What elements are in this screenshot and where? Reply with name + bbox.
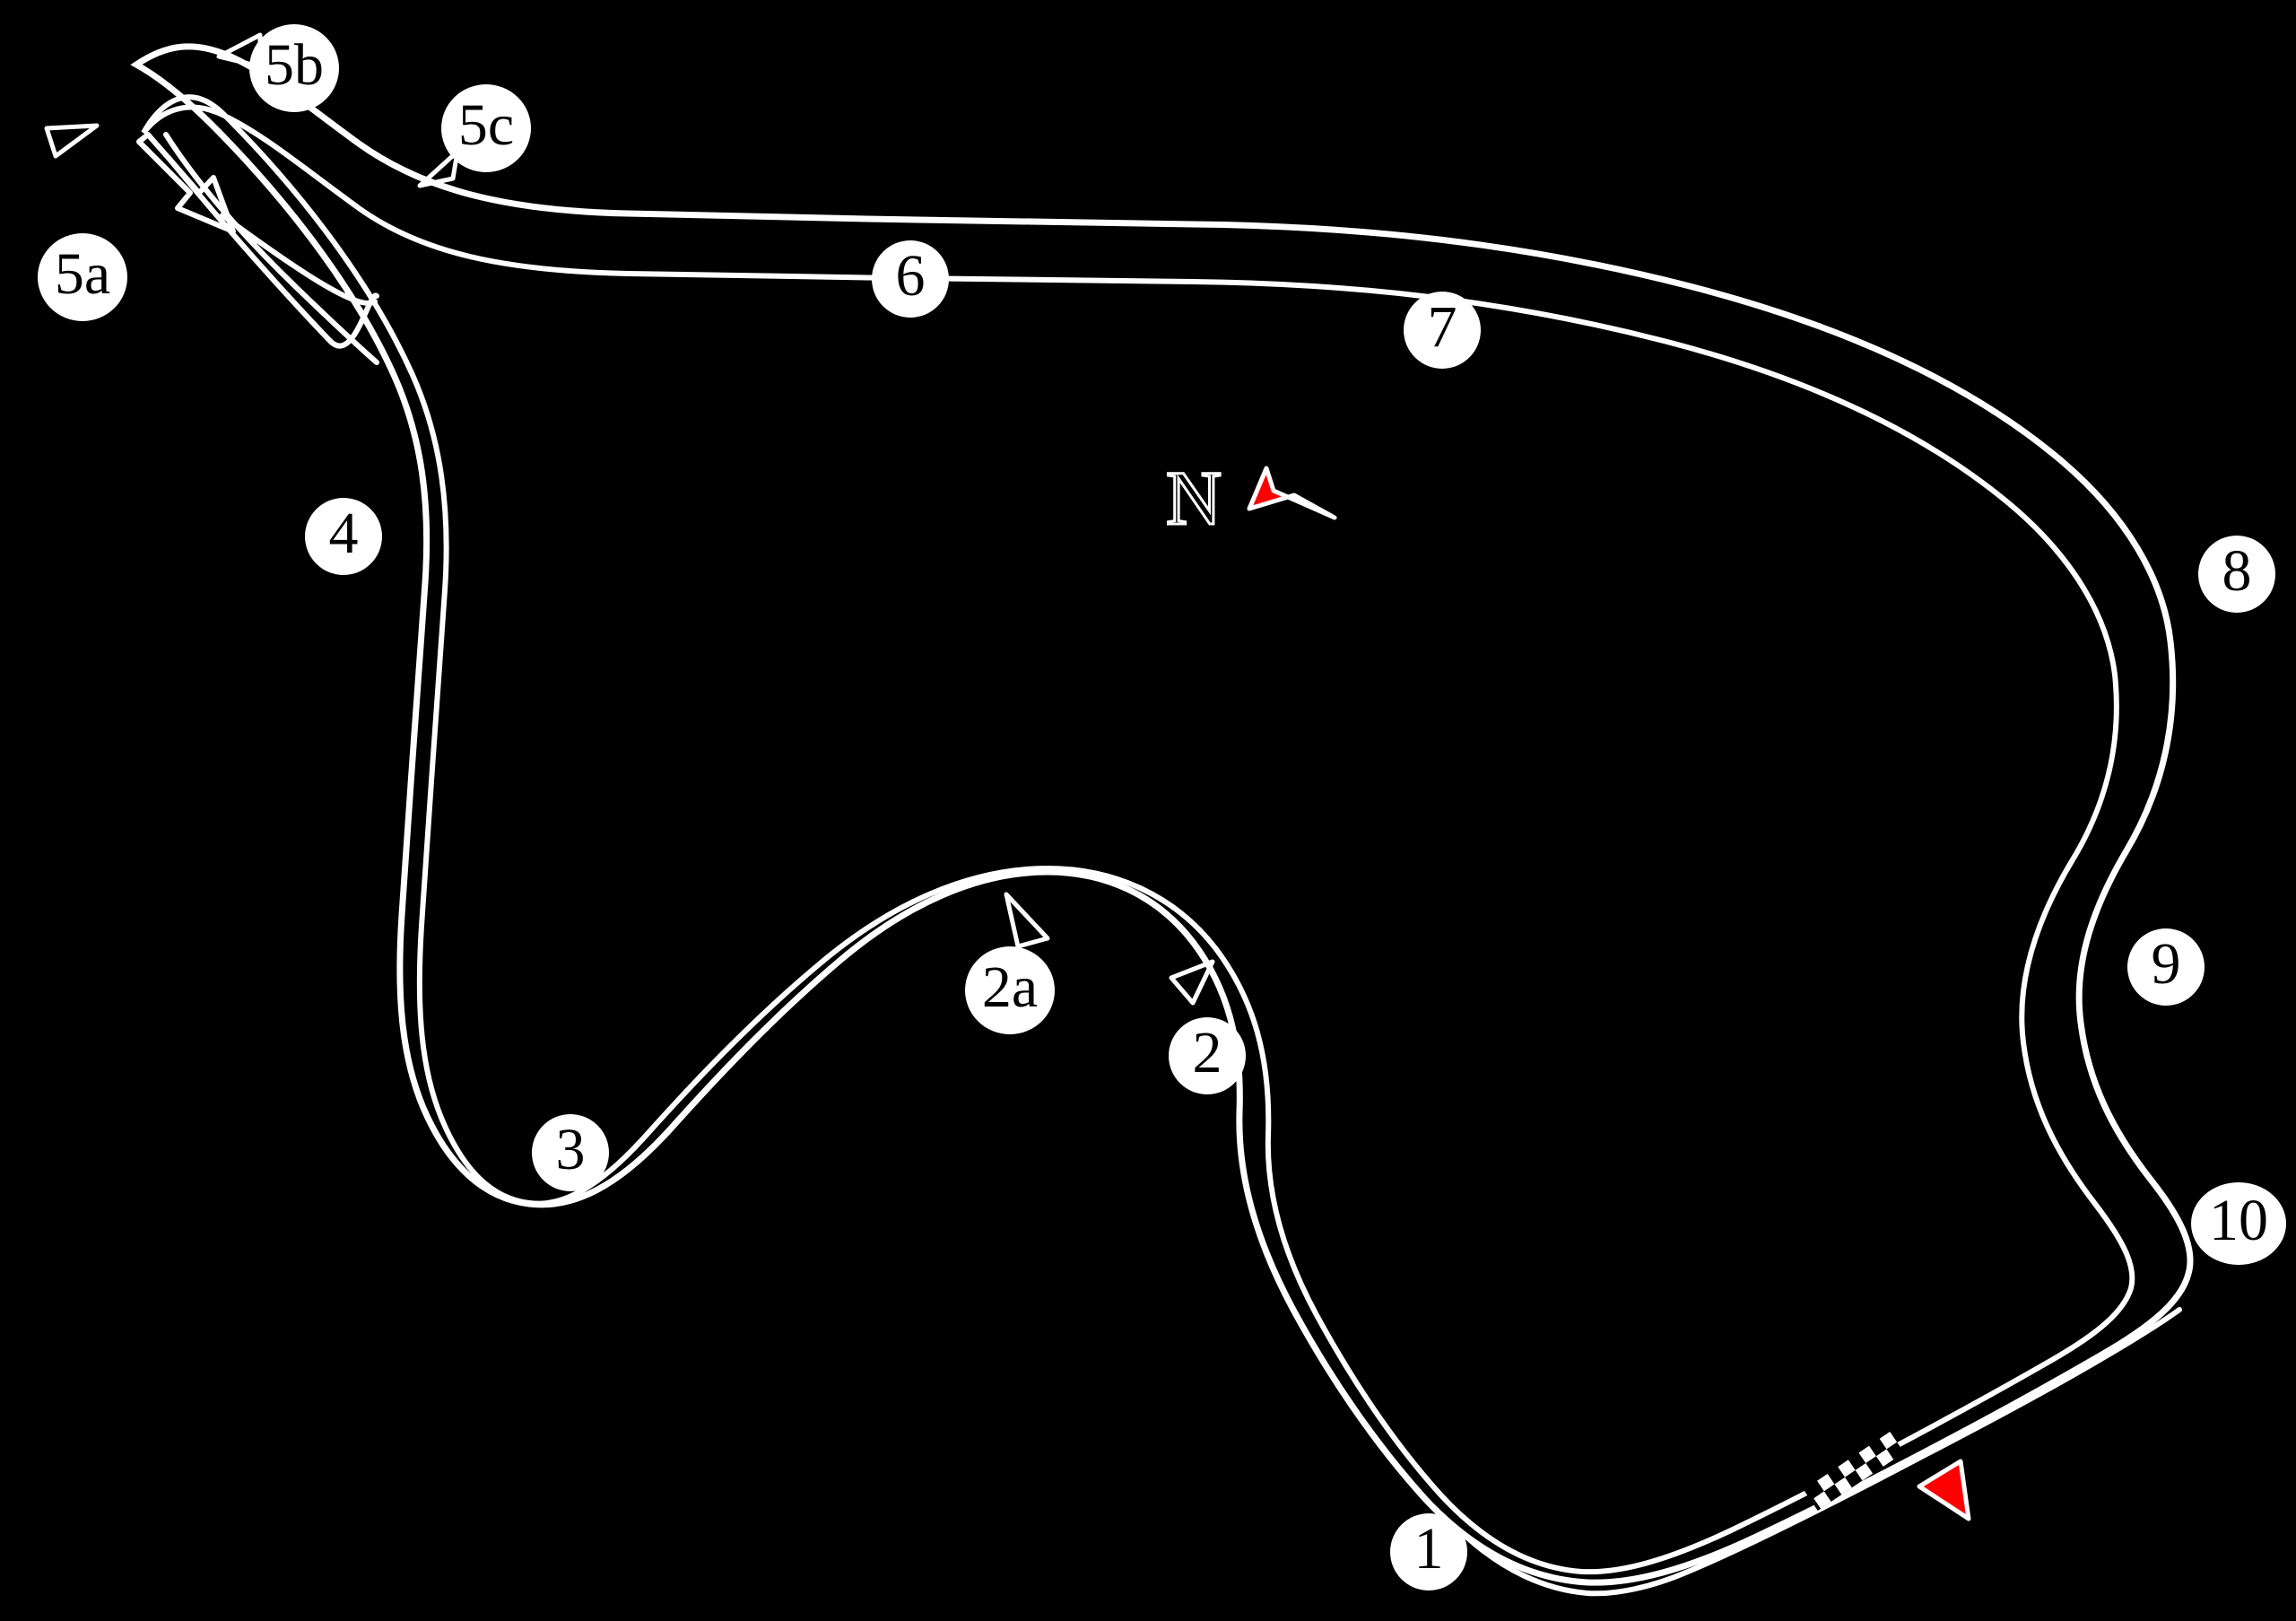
turn-marker-6[interactable]: 6 xyxy=(872,240,949,318)
turn-marker-9[interactable]: 9 xyxy=(2127,928,2205,1006)
turn-marker-label: 9 xyxy=(2151,931,2181,997)
turn-marker-label: 4 xyxy=(328,501,359,566)
turn-marker-5c[interactable]: 5c xyxy=(441,84,531,172)
compass-north-letter: N xyxy=(1164,455,1222,541)
leader-line-5c xyxy=(417,149,460,188)
leader-line-5a xyxy=(44,123,100,159)
start-finish-line xyxy=(1804,1431,1904,1512)
track-direction-arrow xyxy=(136,132,378,306)
turn-marker-2[interactable]: 2 xyxy=(1169,1017,1246,1094)
turn-marker-label: 2a xyxy=(981,954,1039,1020)
pit-lane xyxy=(1465,1307,2182,1597)
turn-marker-5b[interactable]: 5b xyxy=(249,24,339,112)
turn-marker-label: 1 xyxy=(1413,1516,1444,1582)
turn-marker-label: 7 xyxy=(1427,294,1457,360)
track-outer-edge xyxy=(130,43,2194,1586)
race-direction-arrow xyxy=(1917,1459,1971,1521)
turn-marker-label: 6 xyxy=(895,243,926,309)
leader-line-2 xyxy=(1169,959,1215,1006)
turn-marker-label: 3 xyxy=(555,1117,586,1182)
compass: N xyxy=(1164,455,1354,541)
turn-marker-label: 5a xyxy=(54,241,111,307)
turn-marker-2a[interactable]: 2a xyxy=(965,946,1055,1034)
turn-marker-label: 5c xyxy=(457,92,515,158)
turn-marker-4[interactable]: 4 xyxy=(305,498,382,575)
turn-marker-1[interactable]: 1 xyxy=(1390,1513,1467,1590)
turn-marker-8[interactable]: 8 xyxy=(2198,536,2275,613)
turn-marker-label: 5b xyxy=(265,32,324,98)
pit-entry-stub xyxy=(166,155,379,349)
turn-marker-7[interactable]: 7 xyxy=(1404,292,1481,369)
leader-line-2a xyxy=(1004,892,1050,949)
hairpin-runoff xyxy=(163,132,379,365)
north-arrow xyxy=(1247,466,1337,520)
turn-marker-label: 10 xyxy=(2209,1188,2268,1253)
turn-marker-3[interactable]: 3 xyxy=(532,1114,609,1191)
turn-marker-label: 8 xyxy=(2222,538,2252,604)
turn-marker-10[interactable]: 10 xyxy=(2191,1182,2286,1265)
turn-marker-5a[interactable]: 5a xyxy=(38,233,127,321)
turn-marker-label: 2 xyxy=(1192,1020,1222,1085)
track-inner-edge xyxy=(141,94,2135,1575)
